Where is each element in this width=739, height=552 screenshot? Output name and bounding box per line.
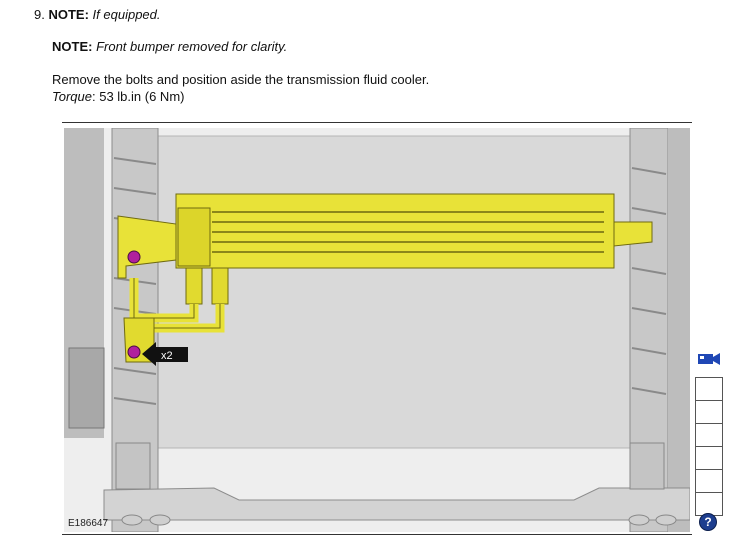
bottom-crossmember	[103, 442, 690, 526]
radiator-core	[155, 135, 635, 449]
bolt-upper	[127, 250, 141, 264]
check-box[interactable]	[695, 446, 723, 469]
step-number: 9.	[34, 7, 45, 22]
sidebar-tools	[695, 352, 725, 516]
note2-label: NOTE:	[52, 39, 93, 54]
callout-label: x2	[161, 350, 173, 362]
instruction-block: Remove the bolts and position aside the …	[52, 71, 429, 105]
instruction-text: Remove the bolts and position aside the …	[52, 72, 430, 87]
top-rule	[62, 122, 692, 123]
callout-arrow: x2	[142, 342, 188, 366]
checkbox-column	[695, 377, 725, 516]
check-box[interactable]	[695, 469, 723, 492]
check-box[interactable]	[695, 492, 723, 516]
bottom-rule	[62, 534, 692, 535]
torque-value: : 53 lb.in (6 Nm)	[92, 89, 185, 104]
check-box[interactable]	[695, 377, 723, 400]
check-box[interactable]	[695, 423, 723, 446]
note-text: If equipped.	[92, 7, 161, 22]
figure-id: E186647	[68, 518, 109, 529]
help-icon[interactable]: ?	[699, 513, 717, 531]
torque-label: Torque	[52, 89, 92, 104]
cooler-illustration: x2	[64, 128, 690, 532]
note-label: NOTE:	[48, 7, 89, 22]
check-box[interactable]	[695, 400, 723, 423]
note-bumper: NOTE: Front bumper removed for clarity.	[52, 39, 287, 54]
step-heading: 9. NOTE: If equipped.	[34, 7, 161, 22]
torque-spec: Torque: 53 lb.in (6 Nm)	[52, 88, 429, 105]
note2-text: Front bumper removed for clarity.	[96, 39, 288, 54]
video-camera-icon[interactable]	[697, 352, 721, 366]
bolt-lower	[127, 345, 141, 359]
